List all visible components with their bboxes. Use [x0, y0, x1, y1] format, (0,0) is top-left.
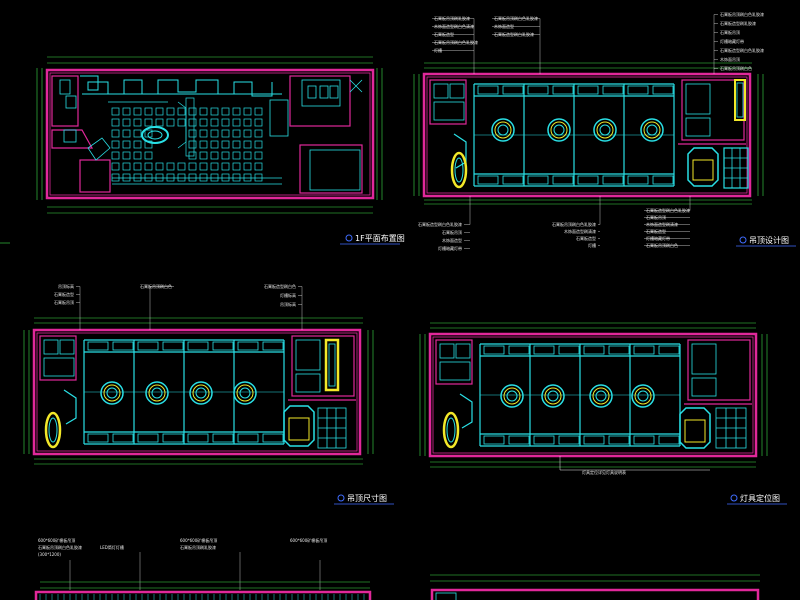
- ceiling-dim-title: 吊顶尺寸图: [347, 493, 387, 503]
- floor-plan-title: 1F平面布置图: [355, 233, 405, 243]
- leader-note: 灯槽暗藏灯带: [438, 245, 462, 251]
- ceiling-dim-notes: 吊顶标高石膏板造型石膏板吊顶石膏板吊顶刷白色石膏板造型刷白色灯槽标高吊顶标高: [54, 283, 303, 330]
- leader-note: 木饰面造型刷清漆: [564, 228, 596, 234]
- leader-note: 石膏板吊顶刷白色乳胶漆: [720, 11, 764, 17]
- leader-note: 灯槽: [434, 47, 442, 53]
- lighting-note: 灯具定位详见灯具说明表: [582, 469, 626, 475]
- leader-note: 木饰面造型刷清漆: [646, 221, 678, 227]
- leader-note: 石膏板吊顶刷乳胶漆: [180, 544, 216, 550]
- leader-note: 石膏板吊顶: [54, 299, 74, 305]
- ceiling-dim-grid: [39, 335, 356, 445]
- sheet-ceiling-design: 石膏板吊顶刷乳胶漆木饰面造型刷白色清漆石膏板造型石膏板吊顶刷白色乳胶漆灯槽石膏板…: [413, 11, 796, 251]
- leader-note: 石膏板吊顶刷白色乳胶漆: [38, 544, 82, 550]
- leader-note: 石膏板造型: [434, 31, 454, 37]
- leader-note: 600*600矿棉板吊顶: [290, 537, 327, 543]
- leader-note: (300*1200): [38, 552, 61, 557]
- leader-note: 石膏板吊顶刷白色乳胶漆: [552, 221, 596, 227]
- leader-note: 石膏板造型刷白乳胶漆: [494, 31, 534, 37]
- leader-note: 石膏板造型刷白色: [264, 283, 296, 289]
- floor-plan-top-partitions: [80, 75, 282, 97]
- leader-note: 木饰面造型刷白色清漆: [434, 23, 474, 29]
- leader-note: LED筒灯灯槽: [100, 544, 124, 550]
- leader-note: 木饰面造型: [494, 23, 514, 29]
- leader-note: 石膏板吊顶刷白色: [720, 65, 752, 71]
- leader-note: 石膏板造型: [576, 235, 596, 241]
- leader-note: 石膏板造型刷白色乳胶漆: [646, 207, 690, 213]
- leader-note: 石膏板造型刷乳胶漆: [720, 20, 756, 26]
- leader-note: 石膏板吊顶: [442, 229, 462, 235]
- leader-note: 灯槽暗藏灯带: [646, 235, 670, 241]
- floor-plan-outer-wall: [45, 68, 375, 200]
- leader-note: 石膏板吊顶刷白色乳胶漆: [494, 15, 538, 21]
- leader-note: 石膏板造型刷白色乳胶漆: [720, 47, 764, 53]
- leader-note: 石膏板造型: [646, 228, 666, 234]
- sheet-bottom-right: [430, 574, 760, 600]
- ceiling-design-yellow-oval: [450, 151, 468, 189]
- ceiling-dim-outer-wall: [32, 328, 362, 456]
- leader-note: 灯槽暗藏灯带: [720, 38, 744, 44]
- leader-note: 木饰面造型: [442, 237, 462, 243]
- leader-note: 吊顶标高: [58, 283, 74, 289]
- leader-note: 石膏板吊顶刷乳胶漆: [434, 15, 470, 21]
- leader-note: 石膏板吊顶刷白色乳胶漆: [434, 39, 478, 45]
- ceiling-design-title: 吊顶设计图: [749, 235, 789, 245]
- leader-note: 灯槽: [588, 242, 596, 248]
- sheet-ceiling-dimensions: 吊顶标高石膏板造型石膏板吊顶石膏板吊顶刷白色石膏板造型刷白色灯槽标高吊顶标高 吊…: [23, 283, 394, 505]
- leader-note: 600*600矿棉板吊顶: [38, 537, 75, 543]
- leader-note: 木饰面吊顶: [720, 56, 740, 62]
- ceiling-design-grid: [429, 79, 746, 187]
- floor-plan-oval-feature: [141, 126, 169, 144]
- leader-note: 石膏板吊顶: [646, 214, 666, 220]
- leader-note: 吊顶标高: [280, 301, 296, 307]
- lighting-outer-wall: [428, 332, 758, 458]
- leader-note: 石膏板吊顶刷白色: [646, 242, 678, 248]
- floor-plan-dimensions: [36, 56, 383, 214]
- ceiling-design-outer-wall: [422, 72, 752, 198]
- lighting-grid: [435, 339, 752, 447]
- leader-note: 灯槽标高: [280, 292, 296, 298]
- lighting-title: 灯具定位图: [740, 493, 780, 503]
- leader-note: 石膏板吊顶: [720, 29, 740, 35]
- leader-note: 石膏板造型刷白色乳胶漆: [418, 221, 462, 227]
- sheet-floor-plan: 1F平面布置图: [36, 56, 405, 245]
- sheet-bottom-left: 600*600矿棉板吊顶石膏板吊顶刷白色乳胶漆(300*1200)LED筒灯灯槽…: [34, 537, 372, 600]
- leader-note: 石膏板造型: [54, 291, 74, 297]
- leader-note: 600*600矿棉板吊顶: [180, 537, 217, 543]
- floor-plan-tables: [108, 97, 282, 185]
- leader-note: 石膏板吊顶刷白色: [140, 283, 172, 289]
- sheet-lighting-layout: 灯具定位详见灯具说明表 灯具定位图: [419, 322, 787, 505]
- ceiling-design-notes: 石膏板吊顶刷乳胶漆木饰面造型刷白色清漆石膏板造型石膏板吊顶刷白色乳胶漆灯槽石膏板…: [418, 11, 764, 251]
